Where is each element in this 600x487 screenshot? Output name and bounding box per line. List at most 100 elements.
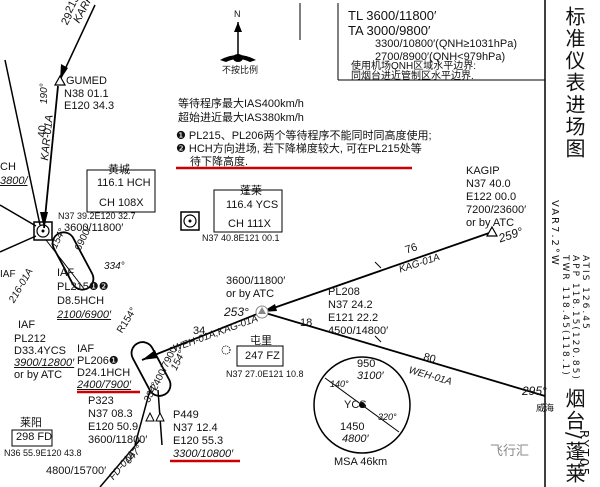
ycs-freq: 116.4 YCS	[226, 199, 279, 211]
pl215-name: PL215❶❷	[57, 281, 109, 293]
chart-title: 标准仪表进场图	[562, 6, 586, 160]
gumed-lat: N38 01.1	[64, 88, 109, 100]
route-tick	[374, 335, 382, 343]
hch-left-name: CH	[0, 161, 16, 173]
ycs-name: 蓬莱	[240, 185, 262, 197]
pl206-dme: D24.1HCH	[77, 367, 131, 379]
pl212-alt: 3900/12800′	[14, 357, 75, 369]
kagip-waypoint	[485, 225, 499, 237]
fz-info-box	[236, 345, 284, 367]
route-left	[4, 59, 41, 226]
pl206-alt: 2400/7900′	[77, 379, 132, 391]
p323-lat: N37 08.3	[88, 408, 133, 420]
pl206-name: PL206❶	[77, 355, 119, 367]
kagip-lon: E122 00.0	[466, 191, 517, 203]
route-kar01a	[43, 85, 59, 229]
ta-value-3: 2700/8900′(QNH<979hPa)	[375, 51, 506, 63]
p449-waypoint	[155, 411, 165, 422]
chart-subtitle: 烟台/蓬莱	[562, 388, 586, 485]
route-arrow	[40, 212, 48, 228]
fd-name: 莱阳	[20, 417, 42, 429]
hch-vor-symbol	[33, 221, 53, 241]
ycs-vor-symbol	[180, 211, 200, 231]
p323-lon: E120 50.9	[88, 421, 139, 433]
pl208-alt: 4500/14800′	[328, 325, 389, 337]
comm-twr: TWR 118.45(118.1)	[560, 255, 570, 377]
weh01a-track: 295°	[522, 384, 547, 398]
kag01a-or: or by ATC	[226, 288, 275, 300]
p323-alt: 3600/11800′	[88, 434, 148, 446]
fz-ndb-symbol	[221, 345, 231, 355]
watermark: 飞行汇	[490, 443, 530, 458]
p323-name: P323	[88, 395, 114, 407]
weh-kag-track: 253°	[224, 305, 249, 319]
pl215-dme: D8.5HCH	[57, 295, 105, 307]
weh-dist2: 18	[300, 317, 313, 329]
msa-950: 950	[357, 358, 376, 370]
hch-info-box	[86, 169, 156, 213]
msa-label: MSA 46km	[334, 456, 388, 468]
msa-brg-140: 140°	[330, 379, 349, 389]
msa-brg-320: 320°	[378, 412, 397, 422]
ta-value: TA 3000/9800′	[348, 23, 431, 38]
tl-value: TL 3600/11800′	[348, 8, 437, 23]
kar01a-dist: 40	[36, 124, 50, 139]
ta-value-2: 3300/10800′(QNH≥1031hPa)	[375, 38, 518, 50]
fd-info-box	[11, 429, 53, 447]
gumed-lon: E120 34.3	[64, 100, 115, 112]
hch-left-alt: 3800/	[0, 175, 28, 187]
route-fd	[99, 439, 141, 487]
gumed-waypoint	[53, 74, 67, 86]
weh-kag-dist: 34	[193, 325, 206, 337]
weh-city: 威海	[536, 403, 555, 413]
pl212-name: PL212	[14, 333, 46, 345]
scale-note: 不按比例	[222, 65, 259, 75]
route-weh-kag	[141, 311, 263, 361]
radial-hch	[45, 239, 86, 291]
pl208-lat: N37 24.2	[328, 299, 373, 311]
fd-freq: 298 FD	[16, 431, 53, 443]
north-arrow-icon	[220, 22, 256, 62]
hch-name: 黄城	[108, 164, 130, 176]
route-arrow	[60, 64, 68, 80]
fz-freq: 247 FZ	[245, 350, 280, 362]
kar01a-track: 190°	[39, 83, 50, 104]
holding-speed-note: 等待程序最大IAS400km/h	[178, 98, 304, 110]
pl208-name: PL208	[328, 286, 360, 298]
hch-alt: 3600/11800′	[64, 222, 124, 234]
fz-name: 屯里	[250, 335, 272, 347]
approach-speed-note: 超始进近最大IAS380km/h	[178, 112, 304, 124]
pl206-iaf: IAF	[77, 343, 95, 355]
msa-center: YCS	[344, 399, 367, 411]
pl212-iaf: IAF	[18, 319, 36, 331]
kagip-alt: 7200/23600′	[466, 204, 527, 216]
p449-lat: N37 12.4	[173, 422, 218, 434]
route-kag01a	[261, 231, 493, 313]
variation: VAR7.2°W	[549, 200, 560, 267]
qnh-note-1: 使用机场QNH区域水平边界:	[351, 61, 476, 72]
kagip-lat: N37 40.0	[466, 178, 511, 190]
pl212-or: or by ATC	[14, 369, 63, 381]
kagip-name: KAGIP	[466, 165, 500, 177]
qnh-note-2: 同烟台进近管制区水平边界.	[351, 71, 474, 82]
north-label: N	[234, 9, 241, 19]
p449-lon: E120 55.3	[173, 435, 224, 447]
kagip-or: or by ATC	[466, 217, 515, 229]
fz-coord: N37 27.0E121 10.8	[226, 369, 304, 379]
remark-2: ❷ HCH方向进场, 若下降梯度较大, 可在PL215处等	[176, 143, 422, 155]
comm-app: APP 118.15(120.85)	[570, 255, 580, 381]
pl206-holding	[130, 341, 172, 397]
hch-coord: N37 39.2E120 32.7	[58, 211, 136, 221]
pl212-dme: D33.4YCS	[14, 345, 66, 357]
remark-1: ❶ PL215、PL206两个等待程序不能同时同高度使用;	[176, 130, 432, 142]
pl215-alt: 2100/6900′	[57, 309, 112, 321]
ycs-ch: CH 111X	[228, 218, 272, 230]
route-left3	[0, 204, 37, 227]
pl215-holding	[51, 231, 95, 291]
hch-freq: 116.1 HCH	[97, 177, 151, 189]
ycs-info-box	[213, 189, 283, 233]
p449-name: P449	[173, 409, 199, 421]
p323-waypoint	[145, 411, 155, 422]
hch-left-iaf: IAF	[0, 269, 16, 280]
